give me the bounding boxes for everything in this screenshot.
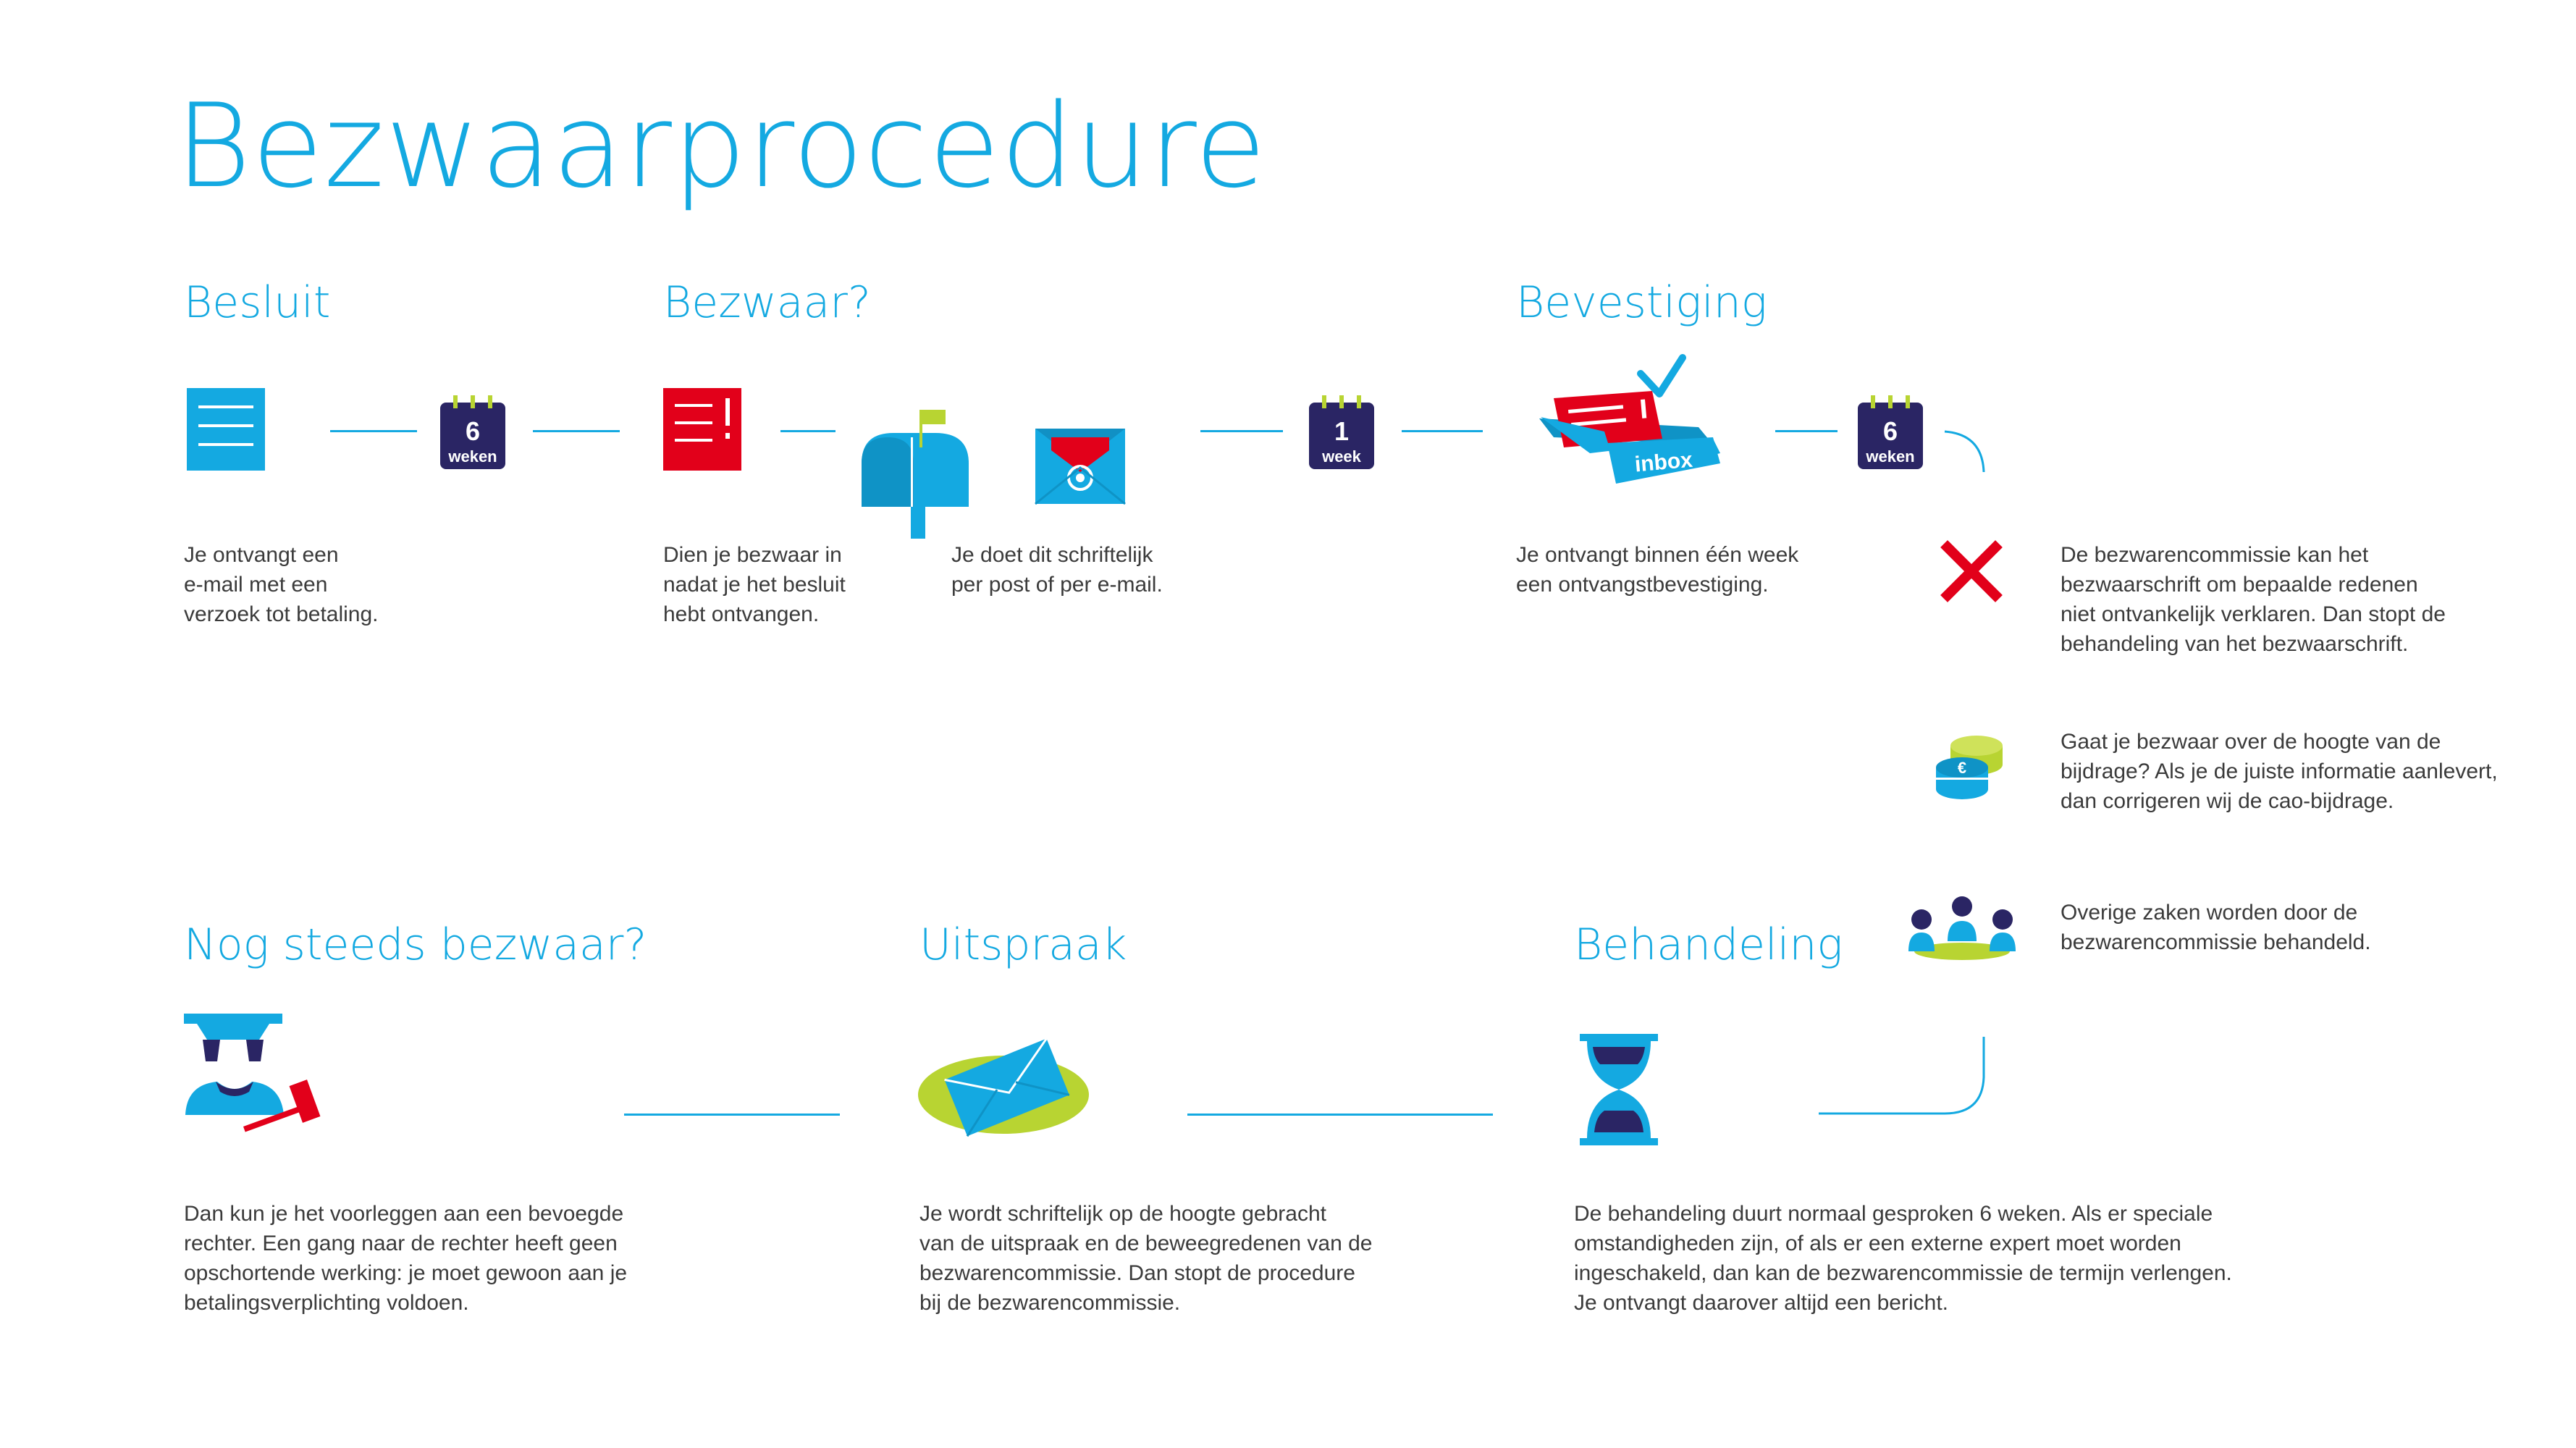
inbox-label: inbox	[1634, 448, 1694, 477]
euro-coins-icon: €	[1936, 736, 2003, 799]
mailbox-icon	[862, 410, 969, 539]
connector-line	[1187, 1114, 1493, 1116]
bevestiging-text: Je ontvangt binnen één week een ontvangs…	[1516, 543, 1799, 597]
calendar-icon: 1 week	[1309, 395, 1374, 469]
connector-line	[624, 1114, 840, 1116]
page-title: Bezwaarprocedure	[175, 78, 1267, 214]
calendar-number: 1	[1334, 416, 1349, 446]
hourglass-icon	[1580, 1034, 1658, 1145]
curve-connector	[1944, 430, 1985, 473]
curve-connector	[1819, 1037, 1985, 1115]
calendar-number: 6	[466, 416, 480, 446]
calendar-number: 6	[1883, 416, 1898, 446]
step-title-uitspraak: Uitspraak	[919, 919, 1127, 970]
uitspraak-text: Je wordt schriftelijk op de hoogte gebra…	[919, 1202, 1373, 1315]
nog-steeds-bezwaar-text: Dan kun je het voorleggen aan een bevoeg…	[184, 1202, 628, 1315]
connector-line	[1402, 430, 1483, 432]
connector-line	[1200, 430, 1283, 432]
calendar-unit: week	[1321, 447, 1362, 466]
step-title-nog-steeds-bezwaar: Nog steeds bezwaar?	[184, 919, 647, 970]
svg-text:€: €	[1958, 759, 1966, 777]
connector-line	[330, 430, 417, 432]
check-icon	[1637, 354, 1686, 397]
calendar-icon: 6 weken	[1858, 395, 1923, 469]
step-title-besluit: Besluit	[184, 277, 331, 328]
inbox-tray-icon: inbox	[1539, 354, 1720, 484]
step-title-bezwaar: Bezwaar?	[663, 277, 871, 328]
connector-line	[1775, 430, 1838, 432]
bezwaar-text: Dien je bezwaar in nadat je het besluit …	[663, 543, 846, 626]
besluit-text: Je ontvangt een e-mail met een verzoek t…	[184, 543, 379, 626]
document-icon	[187, 388, 265, 471]
red-cross-icon	[1940, 540, 2003, 602]
committee-people-icon	[1908, 896, 2016, 960]
connector-line	[780, 430, 835, 432]
step-title-behandeling: Behandeling	[1574, 919, 1843, 970]
behandeling-text: De behandeling duurt normaal gesproken 6…	[1574, 1202, 2232, 1315]
calendar-unit: weken	[447, 447, 497, 466]
calendar-unit: weken	[1865, 447, 1914, 466]
document-alert-icon	[663, 388, 741, 471]
outcome-overige-zaken-text: Overige zaken worden door de bezwarencom…	[2061, 901, 2371, 954]
judge-gavel-icon	[184, 1014, 321, 1132]
email-envelope-icon	[1035, 429, 1126, 505]
calendar-icon: 6 weken	[440, 395, 505, 469]
bezwaar-channels-text: Je doet dit schriftelijk per post of per…	[951, 543, 1163, 597]
outcome-niet-ontvankelijk-text: De bezwarencommissie kan het bezwaarschr…	[2061, 543, 2446, 656]
connector-line	[533, 430, 620, 432]
outcome-bijdrage-text: Gaat je bezwaar over de hoogte van de bi…	[2061, 730, 2498, 813]
envelope-on-plate-icon	[918, 1037, 1089, 1137]
step-title-bevestiging: Bevestiging	[1516, 277, 1767, 328]
